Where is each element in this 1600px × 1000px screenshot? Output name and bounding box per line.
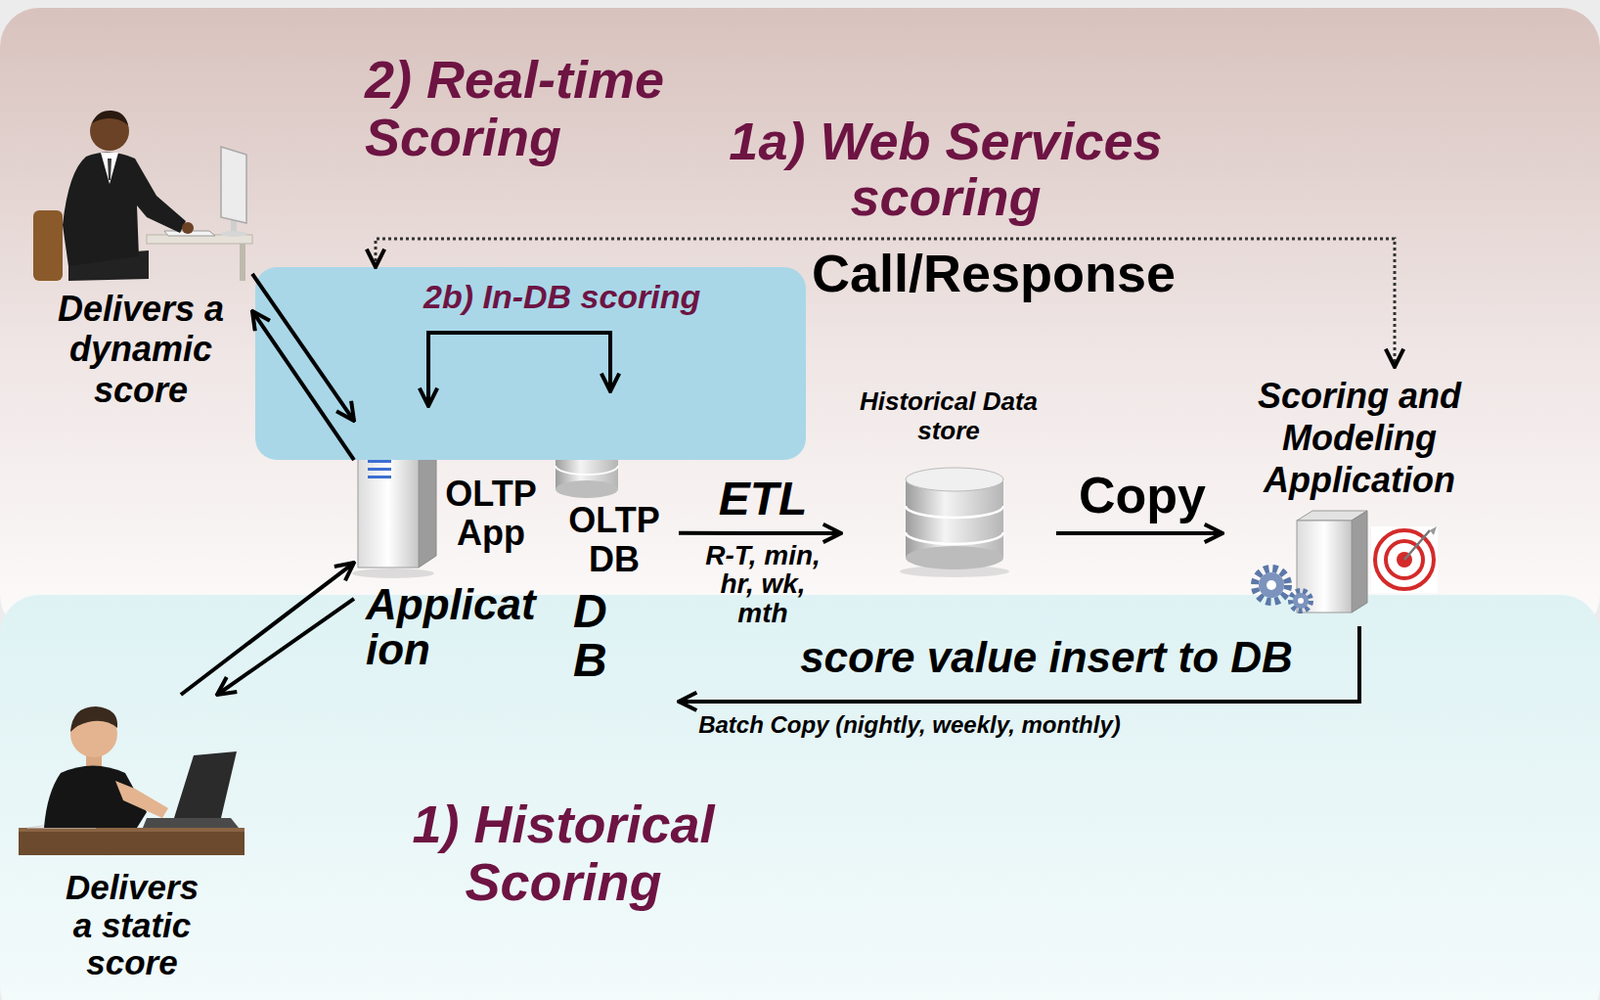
node-text: Application xyxy=(365,581,542,672)
historical-store-icon xyxy=(899,467,1010,578)
scoring-app-icon xyxy=(1371,526,1438,593)
businessman-figure xyxy=(221,146,247,223)
realtime-band xyxy=(0,7,1600,634)
arrow-connector xyxy=(252,273,355,421)
scoring-app-icon xyxy=(1351,510,1368,613)
region-box: 2b) In-DB scoring xyxy=(255,266,806,460)
edge-label: Call/Response xyxy=(811,244,1262,303)
scoring-app-icon xyxy=(1258,572,1285,598)
businessman-figure xyxy=(33,210,63,281)
server-node: OLTP AppApplication xyxy=(354,405,546,690)
student-figure xyxy=(115,780,169,818)
businessman-figure xyxy=(91,110,129,126)
scoring-app-icon xyxy=(1404,530,1430,560)
actor-figure: Delivers a static score xyxy=(14,694,250,990)
database-icon xyxy=(555,480,619,498)
historical-store-icon xyxy=(905,467,1004,491)
historical-store-icon xyxy=(905,532,1004,544)
student-figure xyxy=(70,706,118,732)
node-text: OLTP DB xyxy=(557,500,671,578)
node-text: Delivers a static score xyxy=(58,868,206,982)
historical-band xyxy=(0,594,1600,1000)
server-icon xyxy=(367,475,392,479)
node-text: Historical Data store xyxy=(844,387,1053,446)
annotation: R-T, min, hr, wk, mth xyxy=(694,540,832,627)
annotation: 2) Real-time Scoring xyxy=(364,50,737,168)
scoring-app-icon xyxy=(1254,510,1438,613)
annotation: Batch Copy (nightly, weekly, monthly) xyxy=(674,711,1145,738)
scoring-app-icon xyxy=(1290,590,1311,611)
student-figure xyxy=(18,827,245,832)
arrow-connector xyxy=(678,625,1360,702)
actor-figure: Delivers a dynamic score xyxy=(29,102,253,421)
scoring-app-icon xyxy=(1375,530,1434,589)
arrow-connector xyxy=(678,531,842,535)
arrow-connector xyxy=(252,311,355,460)
businessman-figure xyxy=(62,151,186,267)
node-text: Delivers a dynamic score xyxy=(43,288,239,410)
edge-label: Copy xyxy=(1064,467,1221,524)
node-text: DB xyxy=(573,586,613,686)
edge-label: score value insert to DB xyxy=(782,633,1311,681)
database-node: OLTP DB DB xyxy=(549,391,679,724)
scoring-app-icon xyxy=(1254,568,1289,602)
annotation: 1) Historical Scoring xyxy=(377,795,750,912)
historical-store-icon xyxy=(905,505,1004,518)
businessman-figure xyxy=(33,110,253,281)
student-figure xyxy=(18,827,245,855)
businessman-figure xyxy=(107,158,112,180)
server-icon xyxy=(352,568,435,578)
student-figure xyxy=(142,817,239,828)
student-figure xyxy=(18,706,245,855)
region-shape xyxy=(255,266,806,460)
scoring-app-icon xyxy=(1297,597,1304,604)
server-icon xyxy=(367,467,392,471)
dashed-connector xyxy=(375,238,1395,367)
datastore-node: Historical Data store xyxy=(841,381,1057,578)
node-text: OLTP App xyxy=(440,474,542,552)
database-icon xyxy=(555,465,619,475)
application-node: Scoring and Modeling Application xyxy=(1222,366,1497,626)
scoring-app-icon xyxy=(1429,526,1437,535)
arrow-connector xyxy=(217,598,355,695)
businessman-figure xyxy=(220,230,248,237)
arrow-connector xyxy=(428,332,611,406)
annotation: 1a) Web Services scoring xyxy=(691,113,1200,224)
arrow-connector xyxy=(180,562,355,695)
businessman-figure xyxy=(181,222,194,234)
historical-store-icon xyxy=(905,545,1004,570)
edge-label: ETL xyxy=(689,473,837,526)
scoring-app-icon xyxy=(1292,592,1309,609)
server-icon xyxy=(367,459,392,463)
connectors xyxy=(180,238,1395,702)
businessman-figure xyxy=(100,152,119,184)
businessman-figure xyxy=(239,243,246,281)
node-text: Scoring and Modeling Application xyxy=(1227,374,1492,502)
node-text: 2b) In-DB scoring xyxy=(423,278,737,315)
arrow-connector xyxy=(1056,531,1223,535)
student-figure xyxy=(174,751,237,818)
scoring-app-icon xyxy=(1266,579,1277,590)
